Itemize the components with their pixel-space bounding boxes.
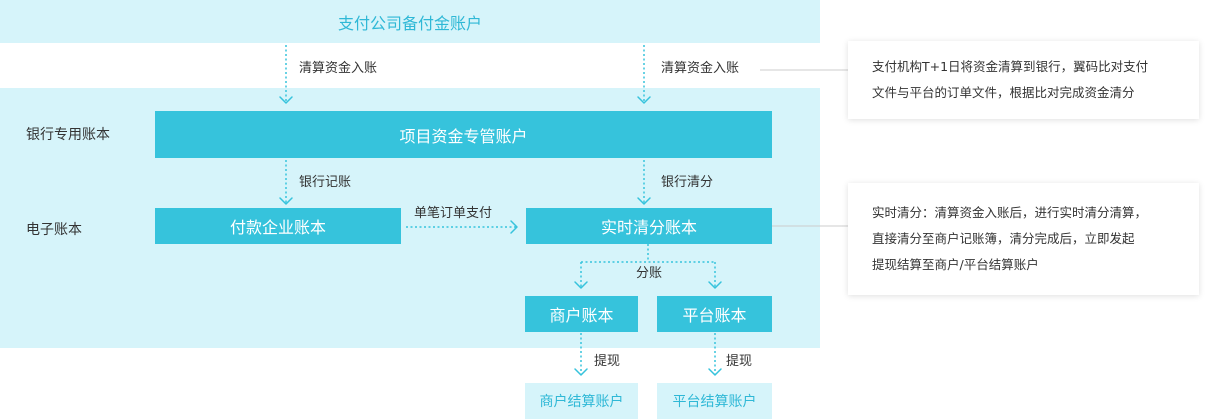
note-realtime-line: 直接清分至商户记账簿，清分完成后，立即发起 (872, 231, 1135, 246)
note-realtime-line: 提现结算至商户/平台结算账户 (872, 257, 1039, 272)
note-clearing-line: 支付机构T+1日将资金清算到银行，翼码比对支付 (872, 59, 1149, 74)
withdraw-right-label: 提现 (726, 354, 753, 369)
platform-settle-label: 平台结算账户 (672, 394, 757, 410)
platform-account-label: 平台账本 (682, 306, 747, 325)
split-label: 分账 (636, 266, 663, 281)
payment-reserve-title: 支付公司备付金账户 (337, 13, 482, 33)
merchant-account-box: 商户账本 (525, 296, 638, 332)
bank-record-label: 银行记账 (299, 175, 352, 190)
project-account-box: 项目资金专管账户 (155, 111, 772, 158)
arrow-bank-clear (637, 197, 651, 205)
row-label-e-account: 电子账本 (26, 222, 82, 238)
row-label-bank-account: 银行专用账本 (26, 127, 110, 143)
bank-clear-label: 银行清分 (661, 175, 714, 190)
arrow-bank-record (279, 197, 293, 205)
arrow-settle-right (637, 96, 651, 104)
settle-left-label: 清算资金入账 (299, 61, 378, 76)
note-realtime: 实时清分：清算资金入账后，进行实时清分清算， 直接清分至商户记账簿，清分完成后，… (848, 183, 1199, 295)
merchant-settle-label: 商户结算账户 (539, 394, 624, 410)
project-account-label: 项目资金专管账户 (399, 126, 528, 146)
arrow-split-right (708, 281, 722, 289)
platform-account-box: 平台账本 (657, 296, 772, 332)
note-clearing-line: 文件与平台的订单文件，根据比对完成资金清分 (872, 85, 1135, 100)
arrow-withdraw-left (574, 368, 588, 376)
settle-right-label: 清算资金入账 (661, 61, 740, 76)
arrow-settle-left (279, 96, 293, 104)
arrow-withdraw-right (708, 368, 722, 376)
arrow-single-order (510, 220, 518, 234)
platform-settle-box: 平台结算账户 (657, 383, 772, 419)
realtime-account-box: 实时清分账本 (526, 208, 772, 244)
payment-reserve-header: 支付公司备付金账户 (0, 0, 820, 43)
merchant-settle-box: 商户结算账户 (525, 383, 638, 419)
withdraw-left-label: 提现 (594, 354, 621, 369)
realtime-account-label: 实时清分账本 (600, 218, 697, 237)
payer-account-label: 付款企业账本 (229, 218, 326, 237)
note-realtime-line: 实时清分：清算资金入账后，进行实时清分清算， (872, 205, 1148, 220)
single-order-label: 单笔订单支付 (414, 206, 493, 221)
merchant-account-label: 商户账本 (549, 306, 614, 325)
arrow-split-left (574, 281, 588, 289)
note-clearing: 支付机构T+1日将资金清算到银行，翼码比对支付 文件与平台的订单文件，根据比对完… (848, 41, 1199, 119)
payer-account-box: 付款企业账本 (155, 208, 401, 244)
